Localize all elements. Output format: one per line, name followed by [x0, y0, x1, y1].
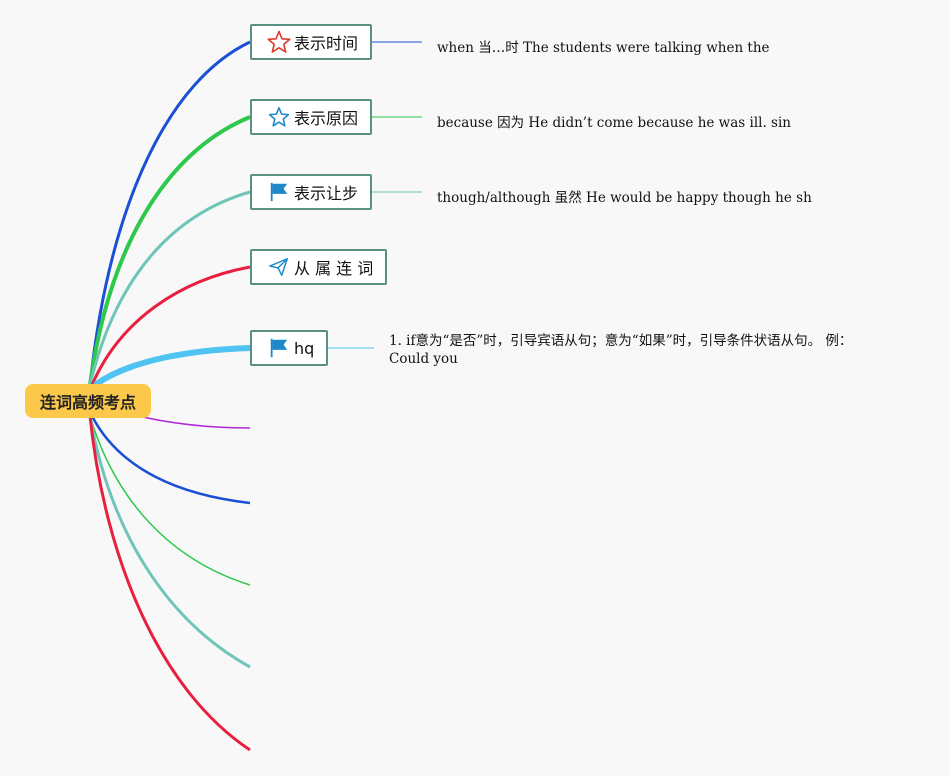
flag-blue-icon: [266, 335, 292, 361]
note-time: when 当…时 The students were talking when …: [437, 40, 770, 56]
branch-time: [88, 40, 251, 386]
topic-concession-label: 表示让步: [294, 184, 359, 203]
branch-concession: [88, 190, 251, 386]
branch-subordinate: [90, 265, 251, 386]
topic-subordinate-label: 从 属 连 词: [294, 259, 374, 278]
branch-empty-3: [89, 415, 251, 586]
star-outline-blue-icon: [266, 104, 292, 130]
topic-time-label: 表示时间: [294, 34, 359, 53]
note-hq: 1. if意为“是否”时，引导宾语从句；意为“如果”时，引导条件状语从句。 例：…: [389, 333, 853, 367]
branch-empty-2: [90, 415, 251, 505]
topic-hq-label: hq: [294, 338, 315, 358]
branch-hq: [93, 345, 251, 388]
flag-blue-icon: [266, 179, 292, 205]
root-topic-label: 连词高频考点: [39, 393, 136, 412]
note-reason: because 因为 He didn’t come because he was…: [437, 115, 791, 131]
root-topic[interactable]: 连词高频考点: [25, 384, 151, 418]
paper-plane-icon: [266, 254, 292, 280]
topic-subordinate[interactable]: 从 属 连 词: [250, 249, 388, 285]
topic-reason-label: 表示原因: [294, 109, 359, 128]
topic-concession[interactable]: 表示让步: [250, 174, 373, 210]
branch-empty-4: [88, 415, 251, 669]
branch-empty-5: [88, 415, 251, 752]
topic-reason[interactable]: 表示原因: [250, 99, 373, 135]
star-outline-red-icon: [266, 29, 292, 55]
topic-hq[interactable]: hq: [250, 330, 329, 366]
note-concession: though/although 虽然 He would be happy tho…: [437, 190, 812, 206]
topic-time[interactable]: 表示时间: [250, 24, 373, 60]
branch-reason: [88, 115, 251, 386]
